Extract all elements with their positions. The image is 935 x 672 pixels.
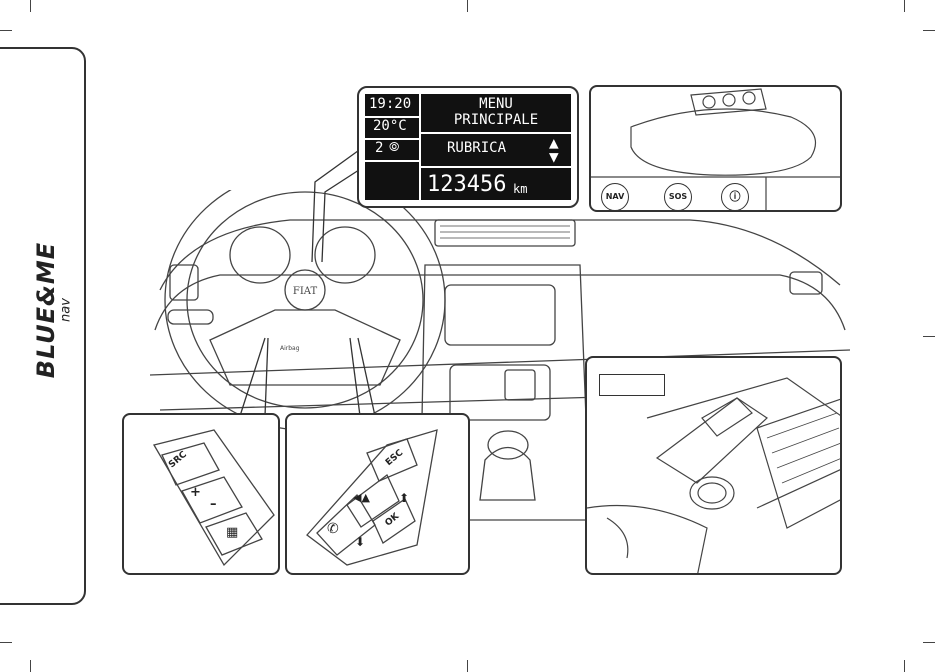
right-controls-illustration	[306, 429, 438, 566]
crop-mark	[30, 0, 31, 12]
clock: 19:20	[369, 96, 412, 112]
odometer: 123456	[427, 172, 507, 197]
callout-label-box	[599, 374, 665, 396]
up-arrow-icon[interactable]: ⬆	[399, 491, 410, 505]
mirror-illustration	[591, 88, 840, 210]
side-tab	[0, 47, 86, 605]
menu-item: RUBRICA	[447, 140, 507, 156]
crop-mark	[923, 30, 935, 31]
crop-mark	[467, 660, 468, 672]
mirror-panel: NAV SOS ⓘ	[589, 85, 842, 212]
crop-mark	[467, 0, 468, 12]
crop-mark	[904, 0, 905, 12]
display-screen: 19:20 20°C 2 ⦾ MENU PRINCIPALE RUBRICA ▲…	[365, 94, 571, 204]
crop-mark	[30, 660, 31, 672]
usb-port-panel	[585, 356, 842, 575]
volume-up-button[interactable]: +	[190, 485, 201, 500]
crop-mark	[923, 642, 935, 643]
headlight-icon: ⦾	[389, 140, 400, 155]
nav-button[interactable]: NAV	[601, 183, 629, 210]
up-down-arrows-icon: ▲▼	[549, 133, 559, 166]
crop-mark	[0, 642, 12, 643]
crop-mark	[923, 336, 935, 337]
steering-logo: FIAT	[293, 286, 318, 297]
skip-icon[interactable]: ◀▲	[353, 491, 370, 504]
crop-mark	[0, 30, 12, 31]
airbag-label: Airbag	[280, 345, 300, 352]
left-controls-panel: SRC + – ▦	[122, 413, 280, 575]
phone-icon[interactable]: ✆	[327, 521, 339, 537]
crop-mark	[904, 660, 905, 672]
volume-down-button[interactable]: –	[210, 497, 217, 512]
menu-title-line2: PRINCIPALE	[453, 112, 539, 128]
right-controls-panel: ESC OK ✆ ◀▲ ⬆ ⬇	[285, 413, 470, 575]
temperature: 20°C	[373, 118, 407, 134]
gear-indicator: 2	[375, 140, 384, 156]
usb-port-illustration	[587, 377, 840, 573]
left-controls-illustration	[153, 429, 275, 567]
odometer-unit: km	[513, 182, 528, 196]
windows-icon[interactable]: ▦	[226, 525, 239, 540]
menu-title-line1: MENU	[479, 96, 513, 112]
instrument-display: 19:20 20°C 2 ⦾ MENU PRINCIPALE RUBRICA ▲…	[357, 86, 579, 208]
down-arrow-icon[interactable]: ⬇	[355, 535, 366, 549]
sos-button[interactable]: SOS	[664, 183, 692, 210]
assistance-icon[interactable]: ⓘ	[721, 183, 749, 210]
